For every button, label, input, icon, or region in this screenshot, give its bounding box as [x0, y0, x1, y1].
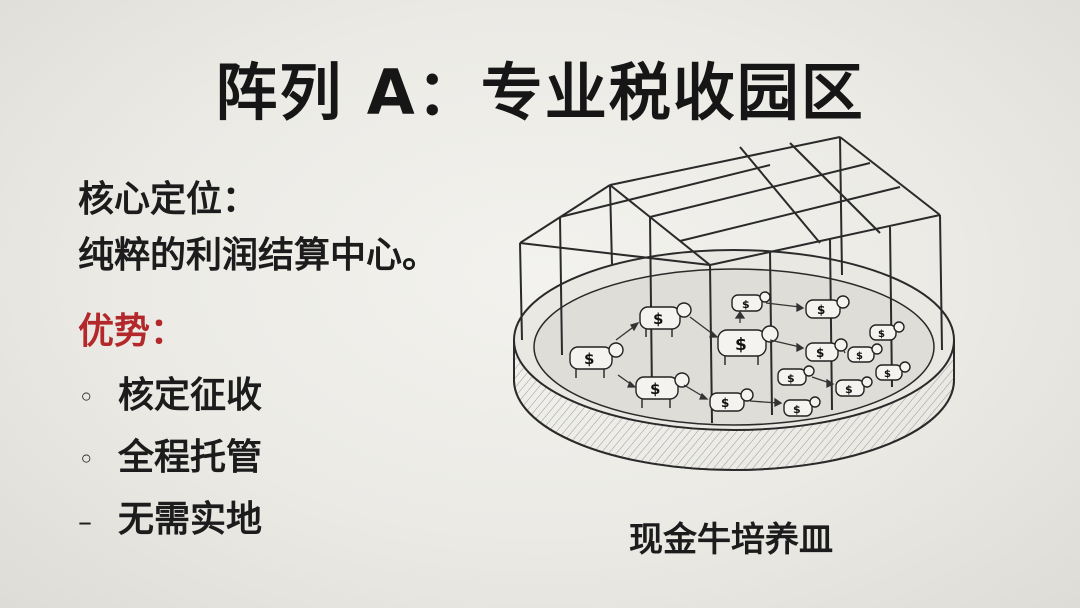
cash-cow-group: $ $ $ $ $ $: [569, 291, 911, 417]
positioning-heading: 核心定位：: [78, 179, 259, 220]
page-title: 阵列 A：专业税收园区: [215, 56, 865, 129]
coin-symbol: $: [653, 310, 663, 328]
advantage-item: –无需实地: [78, 490, 262, 542]
positioning-text: 纯粹的利润结算中心。: [78, 235, 439, 276]
coin-symbol: $: [650, 380, 660, 398]
coin-symbol: $: [845, 383, 853, 396]
coin-symbol: $: [584, 350, 594, 368]
greenhouse-petri-dish-illustration: $ $ $ $ $ $: [513, 136, 955, 471]
bullet-circle-icon: ◦: [78, 380, 95, 414]
advantages-heading: 优势：: [78, 311, 187, 352]
advantage-label: 全程托管: [118, 437, 263, 478]
coin-symbol: $: [735, 335, 747, 355]
bullet-dash-icon: –: [78, 504, 92, 538]
advantage-item: ◦ 全程托管: [78, 428, 262, 480]
advantage-item: ◦ 核定征收: [78, 366, 262, 418]
coin-symbol: $: [856, 351, 863, 362]
bullet-circle-icon: ◦: [78, 442, 95, 476]
advantage-label: 核定征收: [118, 375, 263, 416]
coin-symbol: $: [878, 329, 885, 340]
coin-symbol: $: [817, 303, 825, 317]
coin-symbol: $: [787, 372, 795, 385]
illustration-caption: 现金牛培养皿: [629, 520, 833, 560]
coin-symbol: $: [884, 369, 891, 380]
advantage-label: 无需实地: [118, 499, 263, 540]
coin-symbol: $: [742, 298, 750, 311]
coin-symbol: $: [721, 396, 729, 410]
coin-symbol: $: [793, 403, 801, 416]
flow-arrows: [615, 302, 846, 408]
coin-symbol: $: [816, 346, 824, 360]
greenhouse-frame: [519, 136, 943, 424]
